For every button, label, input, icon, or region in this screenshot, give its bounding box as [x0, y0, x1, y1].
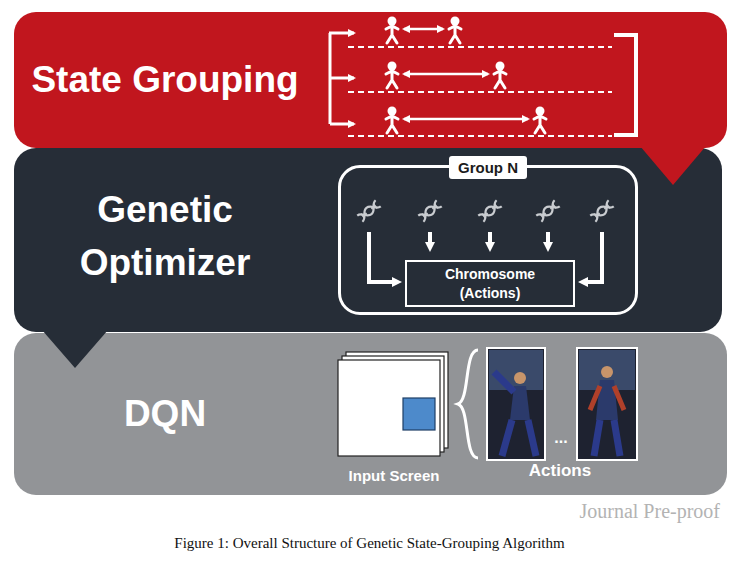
action-frame: [487, 348, 545, 460]
dashed-lines: [348, 47, 612, 136]
person-pairs: [386, 17, 546, 134]
input-frames: [338, 352, 448, 456]
stage-band: State Grouping: [14, 12, 727, 148]
left-bracket: [329, 33, 354, 124]
screen-label: Input Screen: [318, 467, 470, 484]
chromosome-icons: [357, 200, 614, 222]
watermark: Journal Pre-proof: [480, 500, 720, 523]
ellipsis: ...: [546, 429, 576, 447]
group-tab: Group N: [449, 156, 527, 179]
stage-band: DQNInput Screen...Actions: [14, 333, 727, 495]
process-box: Chromosome (Actions): [405, 260, 575, 307]
right-bracket: [614, 35, 636, 135]
box-text: Chromosome (Actions): [435, 265, 545, 301]
band-title: Genetic Optimizer: [30, 148, 300, 332]
band-title: State Grouping: [30, 12, 300, 148]
band-title: DQN: [30, 333, 300, 495]
action-frame: [577, 348, 637, 460]
group-box: Group NChromosome (Actions): [338, 165, 638, 315]
brace: [458, 350, 478, 458]
input-screen: Input Screen: [328, 352, 460, 484]
stage-band: Genetic OptimizerGroup NChromosome (Acti…: [14, 148, 722, 332]
figure-caption: Figure 1: Overall Structure of Genetic S…: [0, 535, 739, 552]
actions-label: Actions: [500, 461, 620, 481]
